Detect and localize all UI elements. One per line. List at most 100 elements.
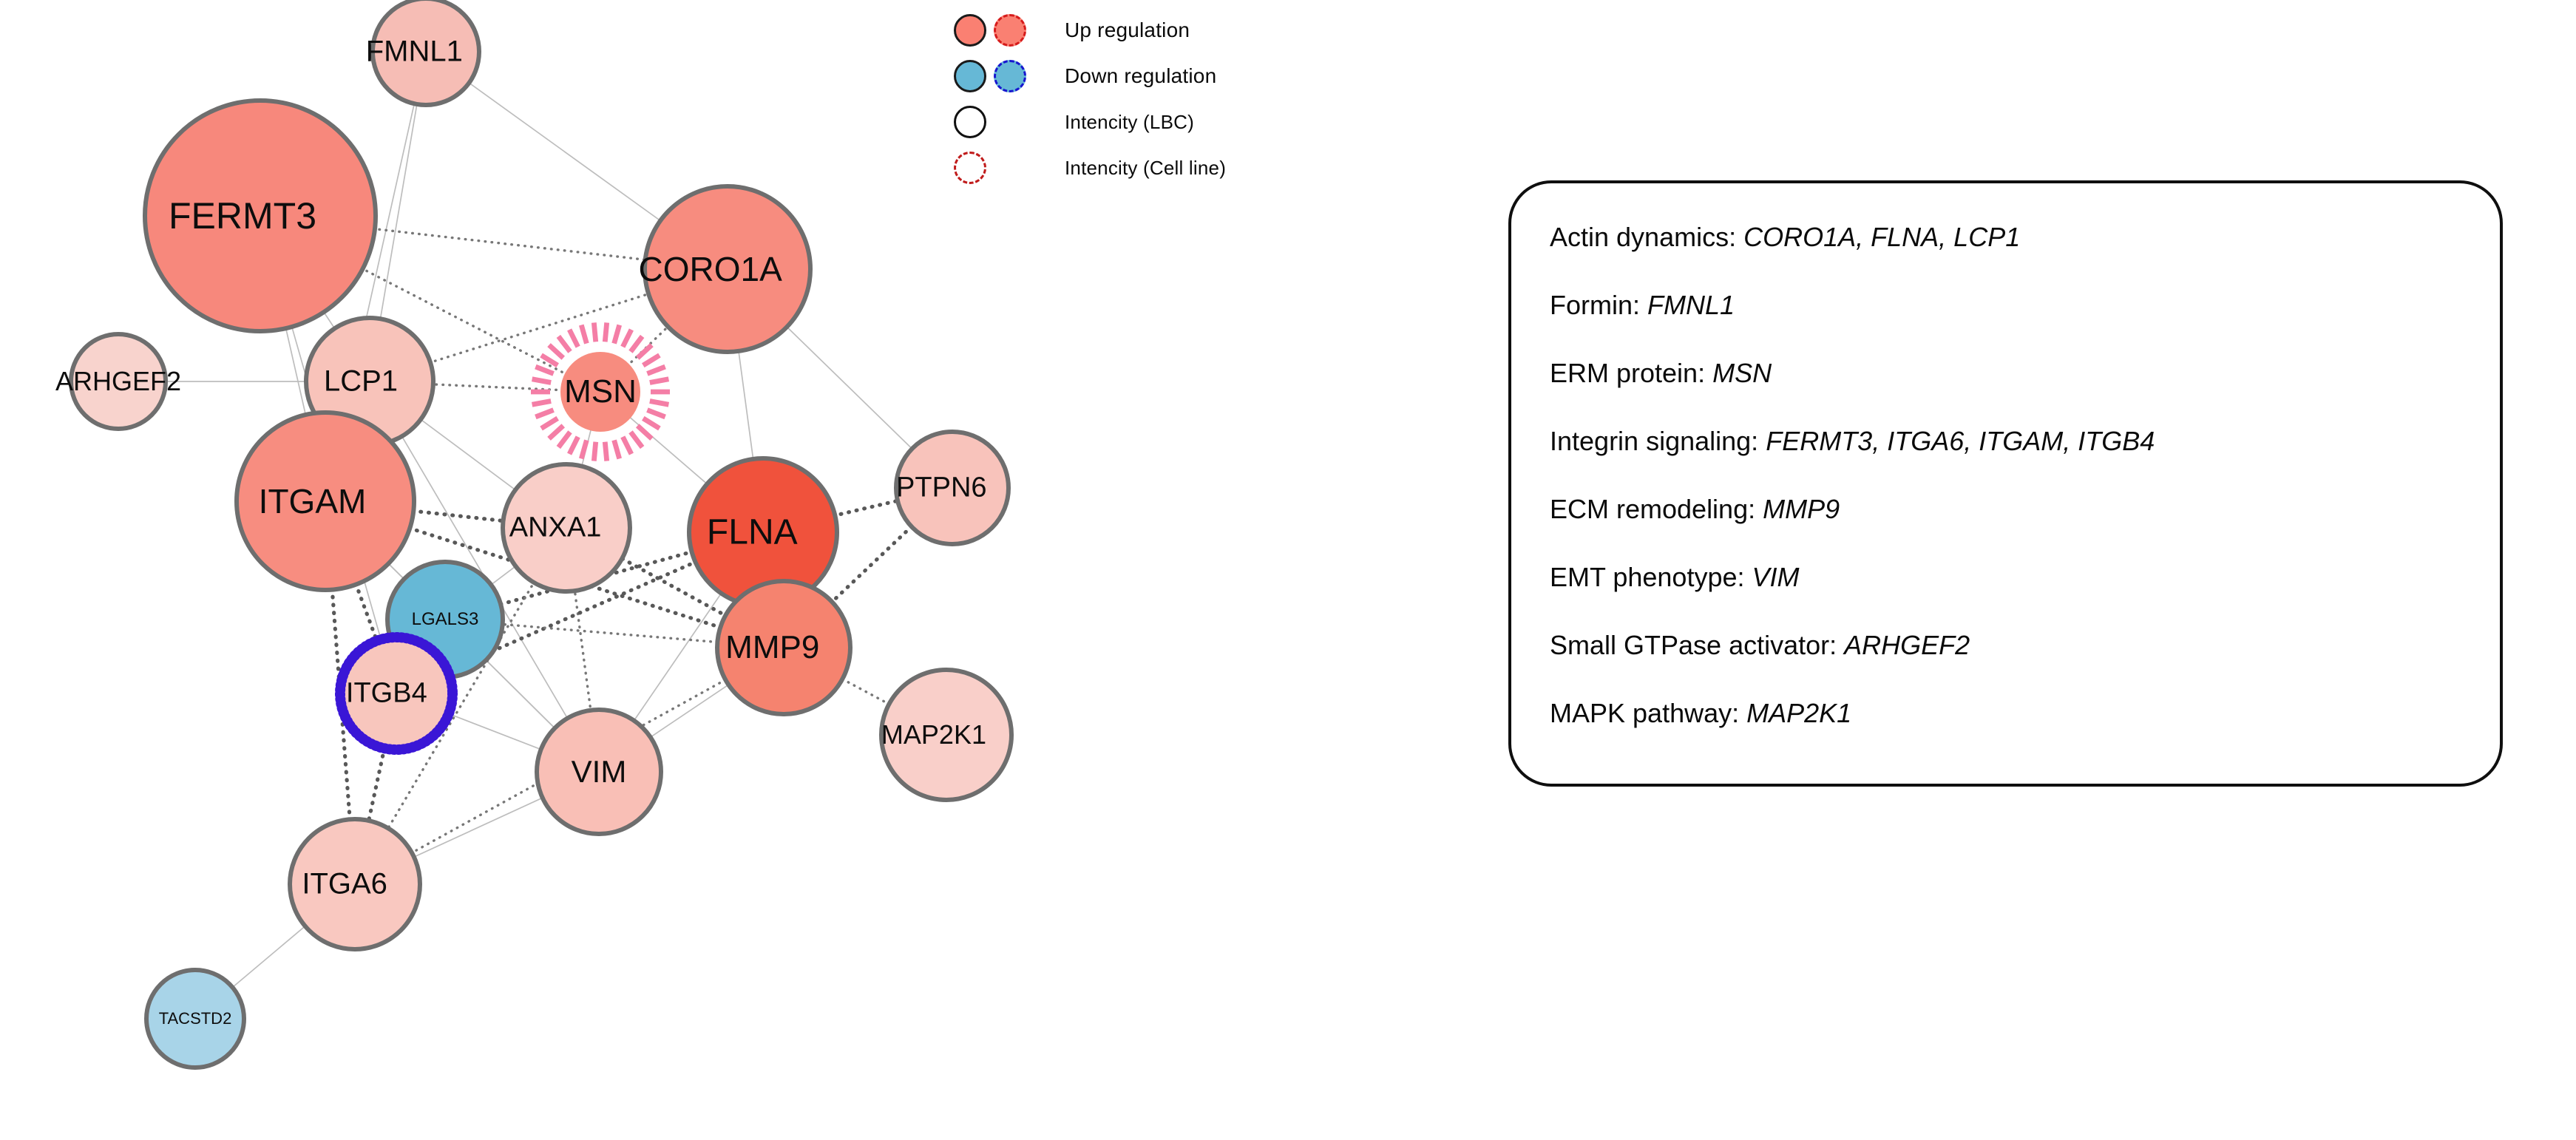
cell-line-intensity-ring-tick-icon [531,376,552,385]
network-node-itgam[interactable] [234,410,416,592]
network-node-msn[interactable] [531,322,670,461]
cell-line-intensity-ring-tick-icon [642,415,661,431]
cell-line-intensity-ring-tick-icon [642,353,661,368]
node-circle[interactable] [894,430,1011,546]
network-node-arhgef2[interactable] [69,332,168,431]
cell-line-intensity-ring-tick-icon [602,322,610,342]
annotation-category: MAPK pathway: [1550,698,1740,728]
network-node-itga6[interactable] [288,817,422,951]
legend-swatches-up [954,14,1065,47]
network-graph-canvas [69,0,1014,1070]
legend-swatches-lbc [954,106,1065,138]
network-node-tacstd2[interactable] [144,968,246,1070]
node-circle[interactable] [535,708,663,836]
annotation-genes: VIM [1752,562,1800,592]
legend-label-down-regulation: Down regulation [1065,64,1217,87]
network-node-anxa1[interactable] [501,462,632,594]
annotation-genes: ARHGEF2 [1844,630,1970,660]
node-circle[interactable] [288,817,422,951]
annotation-line: EMT phenotype: VIM [1550,562,2500,593]
cell-line-intensity-ring-tick-icon [547,343,566,360]
annotation-line: MAPK pathway: MAP2K1 [1550,698,2500,729]
down-regulation-solid-circle-icon [954,60,986,92]
cell-line-intensity-ring-tick-icon [635,424,654,441]
node-circle[interactable] [370,0,481,107]
network-node-fmnl1[interactable] [370,0,481,107]
intensity-cell-line-dashed-circle-icon [954,152,986,184]
cell-line-intensity-ring-tick-icon [628,430,645,449]
annotation-genes: FMNL1 [1647,290,1735,320]
cell-line-intensity-ring-tick-icon [567,435,580,455]
up-regulation-dashed-circle-icon [994,14,1026,47]
cell-line-intensity-ring-tick-icon [611,324,622,345]
annotation-genes: MSN [1712,358,1772,388]
cell-line-intensity-ring-tick-icon [620,328,634,348]
annotation-genes: FERMT3, ITGA6, ITGAM, ITGB4 [1766,426,2155,456]
annotation-line: Small GTPase activator: ARHGEF2 [1550,630,2500,661]
cell-line-intensity-ring-tick-icon [579,439,589,460]
annotation-category: ERM protein: [1550,358,1706,388]
node-circle[interactable] [715,579,853,716]
annotation-category: Formin: [1550,290,1641,320]
cell-line-intensity-ring-tick-icon [646,364,666,376]
annotation-genes: CORO1A, FLNA, LCP1 [1743,222,2021,252]
legend-item-intensity-lbc: Intencity (LBC) [954,99,1427,145]
cell-line-intensity-ring-tick-icon [635,343,654,360]
network-node-itgb4[interactable] [335,632,458,755]
network-node-ptpn6[interactable] [894,430,1011,546]
cell-line-intensity-ring-tick-icon [628,334,645,353]
annotation-line: Integrin signaling: FERMT3, ITGA6, ITGAM… [1550,426,2500,457]
legend: Up regulation Down regulation Intencity … [954,7,1427,191]
node-circle[interactable] [234,410,416,592]
legend-item-down-regulation: Down regulation [954,53,1427,99]
legend-swatches-down [954,60,1065,92]
cell-line-intensity-ring-tick-icon [620,435,634,455]
node-circle[interactable] [560,352,640,432]
network-node-mmp9[interactable] [715,579,853,716]
legend-item-intensity-cell-line: Intencity (Cell line) [954,145,1427,191]
node-circle[interactable] [501,462,632,594]
annotation-category: EMT phenotype: [1550,562,1745,592]
cell-line-intensity-ring-tick-icon [567,328,580,348]
cell-line-intensity-ring-tick-icon [591,441,599,461]
network-node-fermt3[interactable] [143,98,378,333]
cell-line-intensity-ring-tick-icon [646,407,666,420]
intensity-lbc-open-circle-icon [954,106,986,138]
legend-label-intensity-cell-line: Intencity (Cell line) [1065,156,1227,179]
network-edge [259,214,602,393]
network-node-vim[interactable] [535,708,663,836]
node-circle[interactable] [643,184,813,354]
cell-line-intensity-ring-tick-icon [611,439,622,460]
annotation-category: Small GTPase activator: [1550,630,1837,660]
annotation-line: Formin: FMNL1 [1550,290,2500,321]
cell-line-intensity-ring-tick-icon [649,376,670,385]
cell-line-intensity-ring-tick-icon [556,334,572,353]
cell-line-intensity-ring-tick-icon [535,364,555,376]
annotation-genes: MMP9 [1763,494,1840,524]
up-regulation-solid-circle-icon [954,14,986,47]
node-circle[interactable] [69,332,168,431]
network-node-map2k1[interactable] [879,668,1014,802]
node-circle[interactable] [143,98,378,333]
node-circle[interactable] [879,668,1014,802]
legend-swatches-cell-line [954,152,1065,184]
cell-line-intensity-ring-tick-icon [547,424,566,441]
network-node-coro1a[interactable] [643,184,813,354]
cell-line-intensity-ring-tick-icon [579,324,589,345]
cell-line-intensity-ring-tick-icon [535,407,555,420]
legend-label-up-regulation: Up regulation [1065,18,1190,41]
cell-line-intensity-ring-tick-icon [540,415,559,431]
node-circle[interactable] [335,632,458,755]
legend-item-up-regulation: Up regulation [954,7,1427,53]
annotation-line: ECM remodeling: MMP9 [1550,494,2500,525]
node-circle[interactable] [144,968,246,1070]
legend-label-intensity-lbc: Intencity (LBC) [1065,110,1194,133]
down-regulation-dashed-circle-icon [994,60,1026,92]
cell-line-intensity-ring-tick-icon [556,430,572,449]
cell-line-intensity-ring-tick-icon [540,353,559,368]
network-edge [353,526,568,886]
cell-line-intensity-ring-tick-icon [591,322,599,342]
annotation-category: Integrin signaling: [1550,426,1759,456]
